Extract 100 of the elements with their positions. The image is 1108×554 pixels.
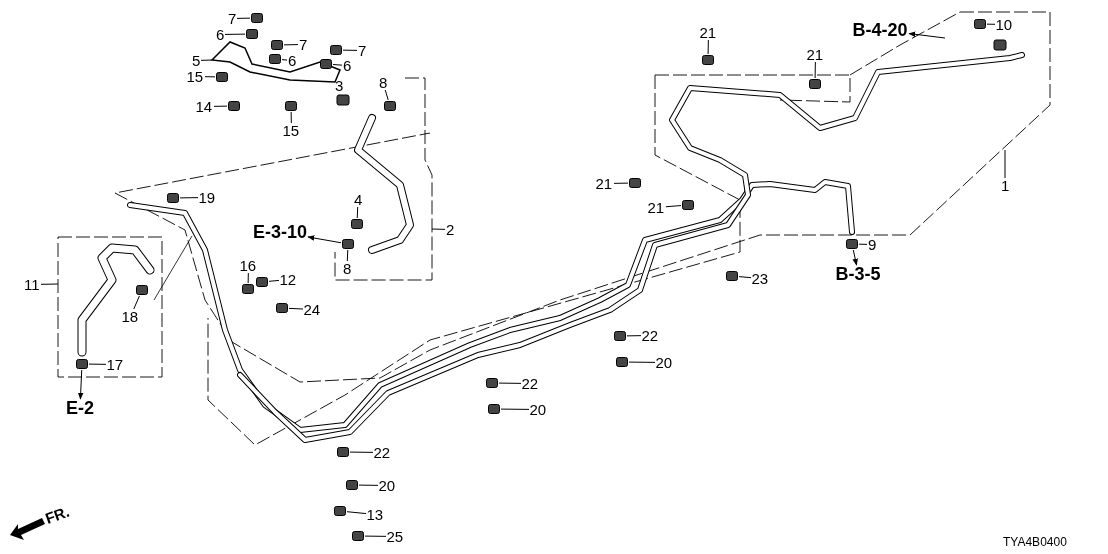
callout-number: 22 [641,328,659,342]
callout-number: 21 [806,47,824,61]
arrow [852,249,858,266]
leader-line [986,23,996,25]
reference-label: E-2 [66,400,94,416]
leader-line [384,89,389,101]
leader-line [738,276,752,279]
part-block [242,284,254,294]
callout-number: 4 [354,192,363,206]
part-block [276,303,288,313]
leader-line [213,105,228,107]
callout-number: 17 [106,357,124,371]
callout-number: 22 [373,445,391,459]
callout-number: 20 [529,402,547,416]
part-block [351,219,363,229]
arrow [307,235,342,244]
part-block [346,480,358,490]
leader-line [236,17,251,19]
leader-line [332,64,343,66]
leader-line [814,61,816,79]
leader-line [358,484,379,486]
callout-number: 3 [335,78,344,92]
reference-label: E-3-10 [253,224,308,240]
callout-number: 10 [995,17,1013,31]
callout-number: 22 [521,376,539,390]
callout-number: 21 [595,176,613,190]
leader-line [665,205,682,208]
part-block [352,531,364,541]
diagram-code: TYA4B0400 [1003,536,1067,549]
leader-line [364,535,387,537]
part-block [384,101,396,111]
callout-number: 6 [216,27,225,41]
callout-number: 8 [379,75,388,89]
part-block [614,331,626,341]
leader-line [613,182,629,184]
callout-number: 6 [343,58,352,72]
reference-label: B-3-5 [835,266,881,282]
leader-line [224,33,246,35]
part-block [269,54,281,64]
leader-line [356,206,359,219]
arrow [908,31,946,39]
callout-number: 15 [282,123,300,137]
leader-line [133,295,140,310]
callout-number: 7 [358,43,367,57]
part-block [809,79,821,89]
leader-line [281,59,288,61]
callout-number: 9 [868,237,877,251]
part-block [330,45,342,55]
leader-line [200,59,213,61]
leader-line [283,44,299,46]
arrow [77,369,84,400]
leader-line [349,451,374,453]
callout-number: 21 [699,25,717,39]
leader-line [346,249,349,262]
leader-line [40,283,59,285]
leader-line [500,408,530,410]
callout-number: 14 [195,99,213,113]
callout-number: 13 [366,507,384,521]
callout-number: 1 [1001,178,1010,192]
leader-line [431,228,446,230]
callout-number: 21 [647,200,665,214]
leader-line [268,279,280,282]
part-block [256,277,268,287]
part-block [167,193,179,203]
part-block [682,200,694,210]
callout-number: 8 [343,261,352,275]
part-block [974,19,986,29]
callout-number: 20 [655,355,673,369]
direction-label: FR. [43,504,71,525]
callout-number: 25 [386,529,404,543]
leader-line [1004,149,1006,179]
part-block [216,72,228,82]
leader-line [179,197,199,199]
part-block [285,101,297,111]
callout-number: 7 [228,11,237,25]
callout-number: 12 [279,272,297,286]
callout-number: 19 [198,190,216,204]
part-block [251,13,263,23]
part-block [271,40,283,50]
part-block [846,239,858,249]
leader-line [342,49,358,51]
leader-line [858,243,868,245]
callout-number: 16 [239,258,257,272]
callout-number: 7 [299,37,308,51]
callout-number: 23 [751,271,769,285]
callout-number: 18 [121,309,139,323]
callout-number: 11 [24,277,40,291]
part-block [488,404,500,414]
leader-line [346,511,367,515]
part-block [136,285,148,295]
leader-line [204,76,216,78]
callout-number: 15 [186,69,204,83]
callout-number: 20 [378,478,396,492]
part-block [629,178,641,188]
callout-number: 6 [288,53,297,67]
part-block [337,447,349,457]
part-block [616,357,628,367]
part-block [342,239,354,249]
part-block [486,378,498,388]
leader-line [290,111,292,124]
